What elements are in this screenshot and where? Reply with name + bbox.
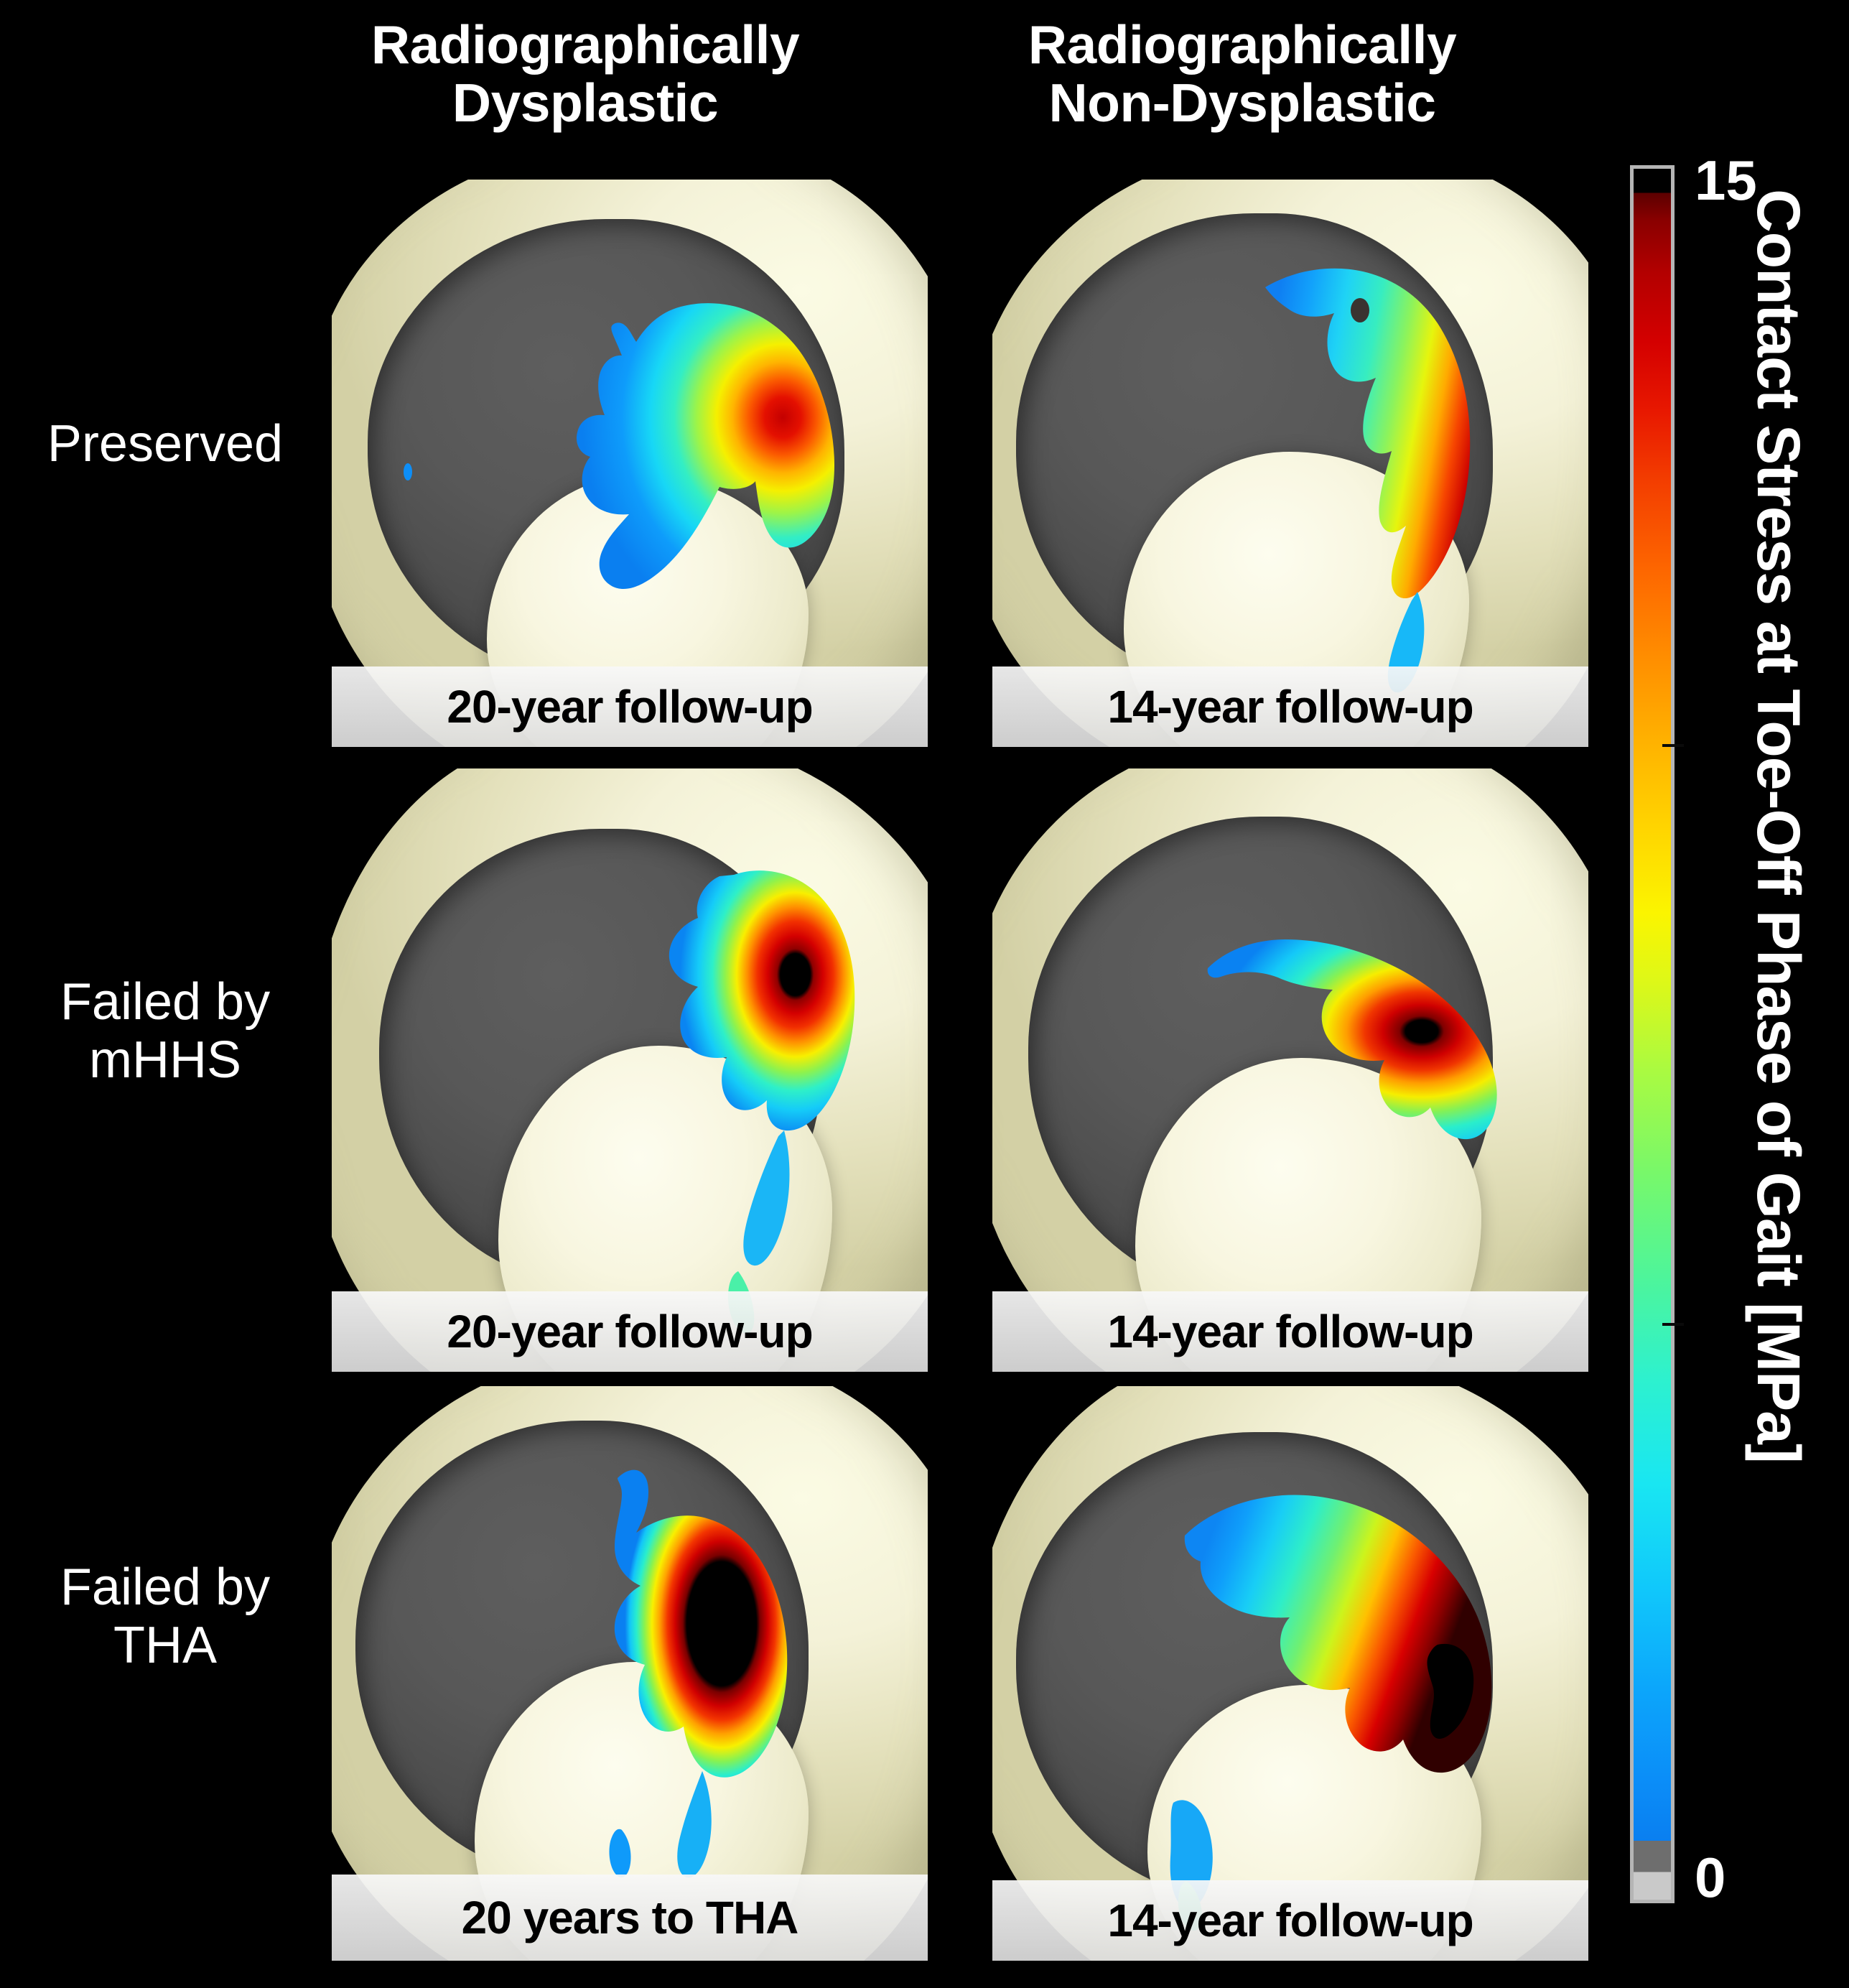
panel-failed-tha-non-dysplastic: 14-year follow-up: [992, 1386, 1588, 1961]
panel-caption: 14-year follow-up: [1107, 1306, 1473, 1357]
contact-stress-map: [1170, 1495, 1492, 1931]
panel-caption-band: 20 years to THA: [332, 1875, 928, 1961]
row-label-failed-by-mhhs: Failed by mHHS: [60, 973, 271, 1089]
panel-caption-band: 20-year follow-up: [332, 1291, 928, 1372]
panel-caption: 20 years to THA: [461, 1892, 799, 1943]
colorbar: 15 0: [1590, 152, 1849, 1909]
contact-stress-map: [669, 870, 855, 1334]
colorbar-tick-lower: [1662, 1323, 1684, 1326]
colorbar-tick-upper: [1662, 744, 1684, 747]
column-header-non-dysplastic: Radiographically Non-Dysplastic: [1028, 14, 1457, 133]
panel-caption: 20-year follow-up: [447, 681, 813, 733]
row-label-preserved: Preserved: [47, 415, 284, 473]
contact-stress-map: [576, 303, 834, 590]
panel-caption-band: 20-year follow-up: [332, 666, 928, 747]
colorbar-gradient: [1630, 165, 1675, 1903]
contact-stress-speck: [403, 463, 412, 480]
panel-caption: 20-year follow-up: [447, 1306, 813, 1357]
panel-failed-mhhs-dysplastic: 20-year follow-up: [332, 768, 928, 1372]
panel-caption-band: 14-year follow-up: [992, 666, 1588, 747]
contact-stress-map: [1265, 268, 1471, 693]
row-label-failed-by-tha: Failed by THA: [60, 1559, 271, 1674]
panel-caption-band: 14-year follow-up: [992, 1880, 1588, 1961]
panel-preserved-dysplastic: 20-year follow-up: [332, 180, 928, 747]
colorbar-min-label: 0: [1695, 1846, 1726, 1909]
panel-caption: 14-year follow-up: [1107, 1895, 1473, 1946]
panel-failed-tha-dysplastic: 20 years to THA: [332, 1386, 928, 1961]
column-header-dysplastic: Radiographically Dysplastic: [371, 14, 800, 133]
contact-stress-map: [1207, 939, 1497, 1140]
contact-stress-map: [609, 1469, 788, 1878]
panel-caption: 14-year follow-up: [1107, 681, 1473, 733]
colorbar-axis-title: Contact Stress at Toe-Off Phase of Gait …: [1745, 189, 1812, 1463]
panel-preserved-non-dysplastic: 14-year follow-up: [992, 180, 1588, 747]
panel-caption-band: 14-year follow-up: [992, 1291, 1588, 1372]
panel-failed-mhhs-non-dysplastic: 14-year follow-up: [992, 768, 1588, 1372]
colorbar-max-label: 15: [1695, 149, 1757, 212]
